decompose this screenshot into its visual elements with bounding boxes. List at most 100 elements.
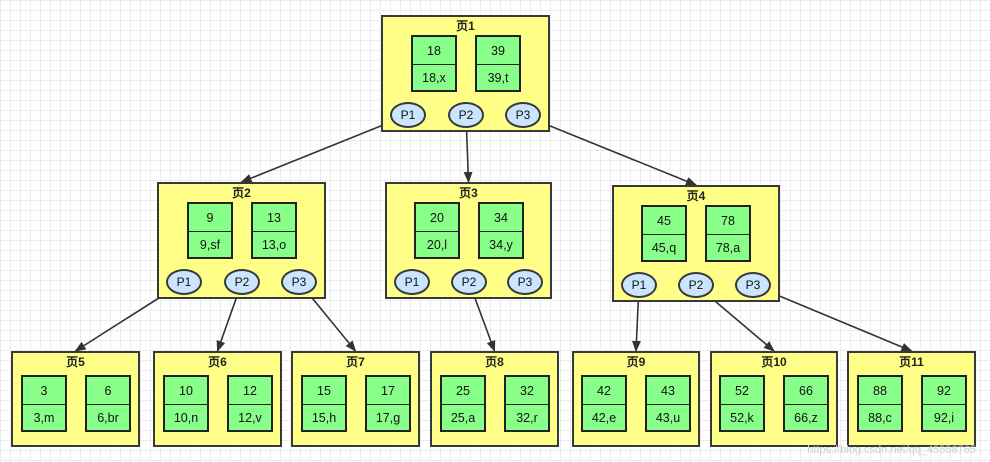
edge-p1-p2	[240, 118, 398, 183]
row-data: 20,l	[426, 237, 448, 252]
page-title: 页5	[66, 355, 85, 369]
row-data: 42,e	[591, 410, 617, 425]
key-cell: 92 92,i	[921, 375, 967, 432]
pointer-p1: P1	[390, 102, 426, 128]
edge-p3-p8	[472, 292, 496, 353]
edge-p1-p4	[533, 118, 698, 186]
key-cell: 78 78,a	[705, 205, 751, 262]
pointer-p2: P2	[448, 102, 484, 128]
index-key: 88	[859, 377, 901, 405]
row-data: 39,t	[487, 70, 509, 85]
row-data: 3,m	[33, 410, 55, 425]
key-cell: 43 43,u	[645, 375, 691, 432]
pointer-p1: P1	[166, 269, 202, 295]
row-data: 18,x	[422, 70, 446, 85]
pointer-p3: P3	[735, 272, 771, 298]
row-data: 25,a	[450, 410, 476, 425]
page-node-p10: 页10 52 52,k 66 66,z	[710, 351, 838, 447]
index-key: 10	[165, 377, 207, 405]
row-data: 6,br	[97, 410, 119, 425]
index-key: 52	[721, 377, 763, 405]
row-data: 78,a	[715, 240, 741, 255]
key-cell: 52 52,k	[719, 375, 765, 432]
page-title: 页6	[208, 355, 227, 369]
key-cell: 20 20,l	[414, 202, 460, 259]
pointer-p1: P1	[621, 272, 657, 298]
row-data: 92,i	[933, 410, 955, 425]
row-data: 43,u	[655, 410, 681, 425]
edge-p2-p7	[305, 290, 357, 352]
index-key: 3	[23, 377, 65, 405]
key-cell: 15 15,h	[301, 375, 347, 432]
key-cell: 12 12,v	[227, 375, 273, 432]
row-data: 88,c	[868, 410, 892, 425]
row-data: 32,r	[516, 410, 538, 425]
index-key: 15	[303, 377, 345, 405]
key-cell: 88 88,c	[857, 375, 903, 432]
key-cell: 6 6,br	[85, 375, 131, 432]
key-cell: 25 25,a	[440, 375, 486, 432]
watermark: https://blog.csdn.net/qq_45558765	[807, 444, 976, 456]
edge-p4-p11	[763, 288, 913, 352]
index-key: 20	[416, 204, 458, 232]
page-title: 页4	[686, 189, 706, 203]
page-title: 页2	[232, 186, 251, 200]
row-data: 45,q	[651, 240, 677, 255]
key-cell: 34 34,y	[478, 202, 524, 259]
page-node-p11: 页11 88 88,c 92 92,i	[847, 351, 976, 447]
index-key: 17	[367, 377, 409, 405]
pointer-p3: P3	[505, 102, 541, 128]
index-key: 66	[785, 377, 827, 405]
row-data: 52,k	[730, 410, 754, 425]
index-key: 45	[643, 207, 685, 235]
page-title: 页11	[899, 355, 924, 369]
index-key: 43	[647, 377, 689, 405]
page-title: 页10	[761, 355, 787, 369]
index-key: 9	[189, 204, 231, 232]
pointer-p2: P2	[224, 269, 260, 295]
edge-p2-p6	[216, 293, 239, 353]
page-title: 页8	[485, 355, 504, 369]
key-cell: 45 45,q	[641, 205, 687, 262]
key-cell: 39 39,t	[475, 35, 521, 92]
edge-p1-p3	[463, 126, 473, 184]
pointer-p3: P3	[507, 269, 543, 295]
index-key: 34	[480, 204, 522, 232]
page-title: 页1	[456, 19, 475, 33]
edge-p4-p9	[631, 296, 641, 353]
page-title: 页3	[459, 186, 478, 200]
key-cell: 32 32,r	[504, 375, 550, 432]
key-cell: 9 9,sf	[187, 202, 233, 259]
row-data: 66,z	[794, 410, 818, 425]
index-key: 32	[506, 377, 548, 405]
index-key: 12	[229, 377, 271, 405]
index-key: 25	[442, 377, 484, 405]
pointer-p1: P1	[394, 269, 430, 295]
row-data: 13,o	[261, 237, 287, 252]
page-title: 页7	[346, 355, 365, 369]
row-data: 12,v	[238, 410, 262, 425]
row-data: 34,y	[489, 237, 513, 252]
index-key: 78	[707, 207, 749, 235]
index-key: 6	[87, 377, 129, 405]
index-key: 39	[477, 37, 519, 65]
pointer-p2: P2	[678, 272, 714, 298]
row-data: 15,h	[311, 410, 337, 425]
index-key: 92	[923, 377, 965, 405]
pointer-p3: P3	[281, 269, 317, 295]
row-data: 9,sf	[199, 237, 221, 252]
